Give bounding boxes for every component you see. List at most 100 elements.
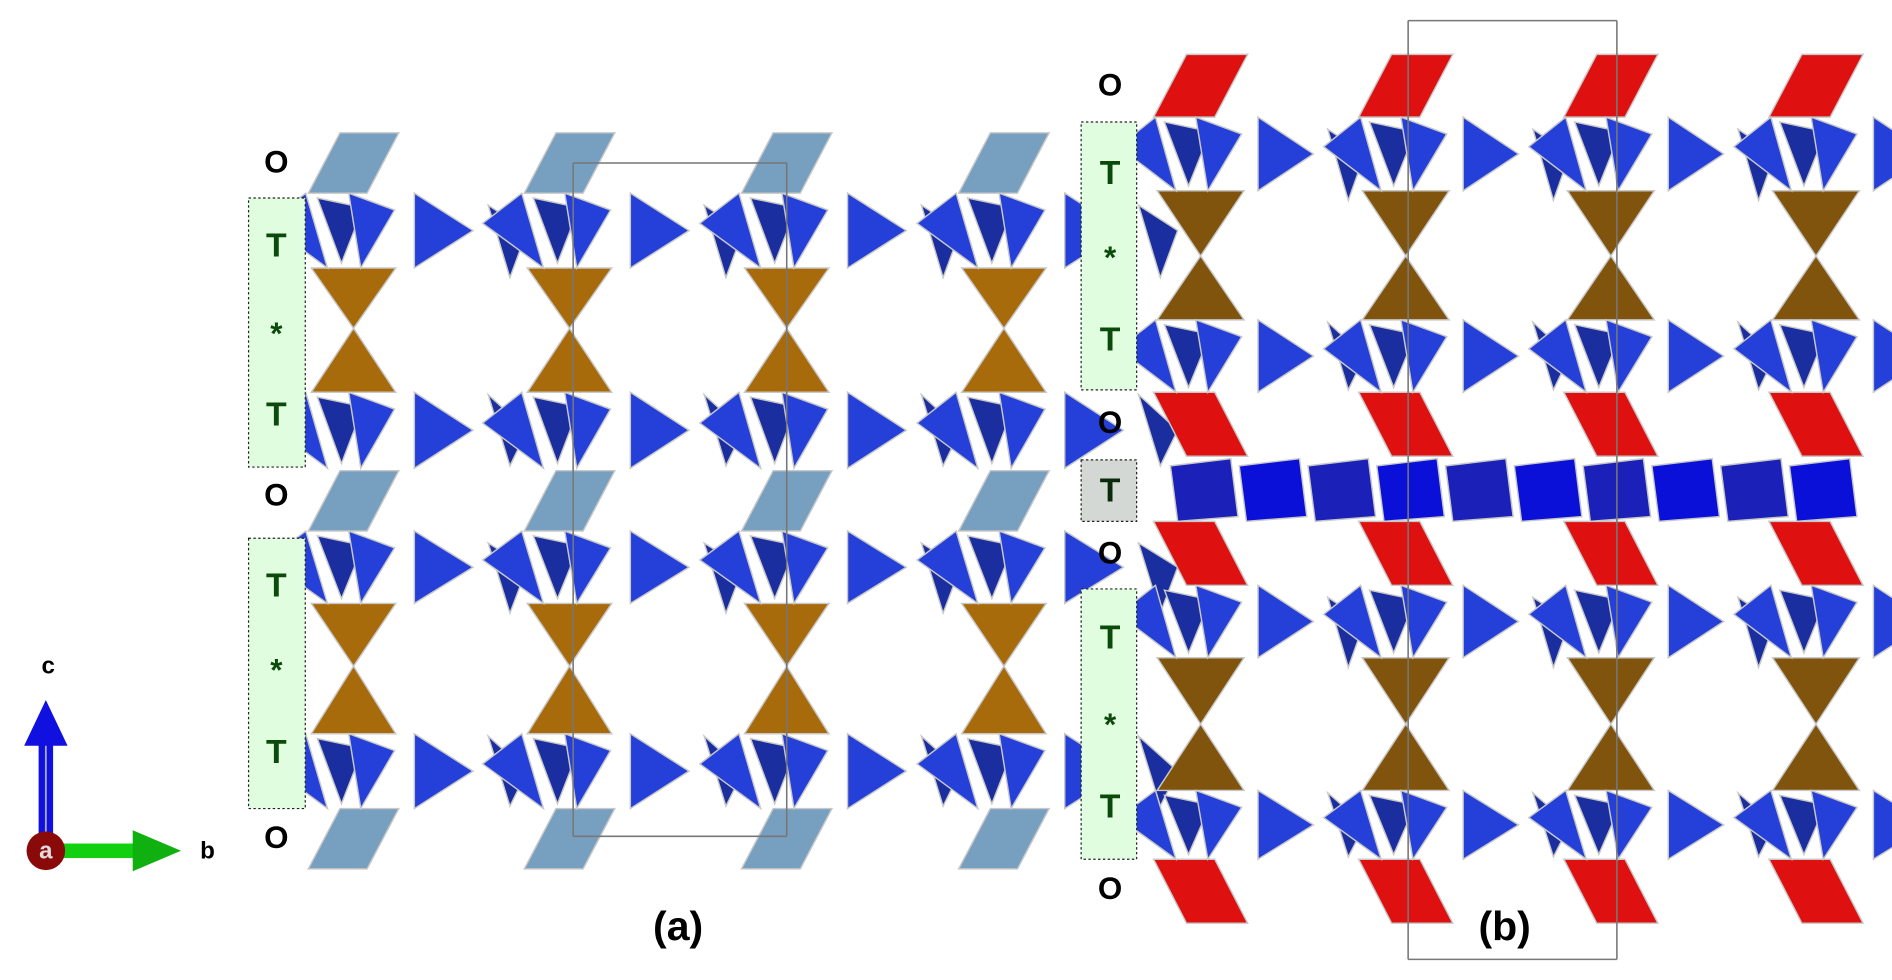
tetrahedron — [1527, 318, 1588, 395]
layer-label-t: T — [1100, 321, 1121, 359]
layer-label-t: T — [1100, 471, 1121, 509]
tetrahedron — [1651, 457, 1721, 523]
tetrahedron-up — [1155, 722, 1246, 792]
tetrahedron — [1732, 789, 1793, 862]
tetrahedron — [846, 390, 908, 470]
tetrahedron — [1872, 583, 1892, 660]
b-axis-arrowhead-icon — [132, 830, 181, 872]
tetrahedron — [413, 732, 475, 810]
octahedron — [1767, 858, 1865, 924]
panel-b-layer-labels: O T * T O T O T * T O (b) — [1080, 67, 1531, 949]
c-axis-label: c — [42, 653, 55, 680]
tetrahedron — [1462, 115, 1520, 193]
tst-box — [1080, 121, 1138, 391]
layer-label-t: T — [266, 226, 287, 264]
tetrahedron — [780, 192, 829, 271]
layer-label-t: T — [266, 395, 287, 433]
tetrahedron — [481, 191, 545, 270]
tetrahedron-down — [525, 602, 614, 668]
tetrahedron — [1137, 203, 1179, 280]
layer-label-o: O — [264, 478, 288, 513]
tetrahedron — [698, 529, 762, 606]
tetrahedron-up — [960, 664, 1048, 735]
layer-label-t: T — [1100, 787, 1121, 825]
layer-label-t: T — [266, 567, 287, 605]
tetrahedron — [915, 391, 980, 471]
tetrahedron — [1322, 584, 1383, 660]
tetrahedron-down — [525, 267, 614, 330]
t-box-gray — [1080, 459, 1138, 522]
octahedron — [307, 469, 400, 532]
tetrahedron — [1137, 392, 1179, 468]
tetrahedron-down — [309, 602, 398, 668]
octahedron — [307, 132, 400, 194]
tetrahedron — [1788, 457, 1858, 523]
tetrahedron — [1444, 457, 1514, 523]
c-axis-arrowhead-icon — [24, 699, 68, 746]
layer-label-t: T — [1100, 154, 1121, 192]
octahedron — [523, 807, 616, 870]
tetrahedron — [1462, 583, 1520, 660]
octahedron — [307, 807, 400, 870]
layer-label-o: O — [1098, 871, 1122, 906]
tetrahedron — [1064, 390, 1125, 470]
tetrahedron — [1605, 584, 1653, 660]
tst-box — [247, 197, 306, 468]
tetrahedron — [1137, 541, 1179, 616]
tetrahedron — [780, 529, 829, 606]
layer-label-t: T — [1100, 619, 1121, 657]
octahedron — [1152, 520, 1249, 587]
octahedron — [957, 132, 1051, 194]
tetrahedron — [1872, 318, 1892, 394]
tetrahedron — [347, 192, 396, 271]
octahedron — [1357, 53, 1454, 118]
tetrahedron-up — [309, 326, 398, 393]
layer-label-o: O — [264, 144, 288, 179]
tetrahedron-up — [1566, 722, 1656, 792]
tetrahedron — [347, 732, 396, 811]
octahedron — [957, 807, 1051, 870]
octahedron — [1357, 520, 1454, 587]
tetrahedron — [698, 391, 762, 471]
tetrahedron — [998, 192, 1047, 271]
tetrahedron — [413, 529, 475, 605]
tetrahedron-down — [1155, 190, 1246, 258]
b-axis-shaft — [48, 843, 151, 859]
layer-label-star: * — [1104, 707, 1117, 742]
tetrahedron — [846, 732, 908, 810]
octahedron — [1152, 53, 1249, 118]
tetrahedron — [413, 191, 475, 270]
tetrahedron — [1732, 318, 1793, 395]
tetrahedron — [1322, 115, 1383, 193]
tetrahedron — [413, 390, 475, 470]
tetrahedron — [1527, 115, 1588, 193]
tetrahedron — [481, 391, 545, 471]
tetrahedron-down — [309, 267, 398, 330]
octahedron — [1357, 858, 1454, 924]
tetrahedron — [915, 191, 980, 270]
tetrahedron — [1810, 789, 1859, 862]
tetrahedron-up — [1360, 722, 1451, 792]
panel-b-caption: (b) — [1478, 903, 1530, 949]
tetrahedron — [1732, 584, 1793, 660]
tetrahedron — [1719, 457, 1790, 523]
tetrahedron — [563, 529, 612, 606]
tetrahedron — [629, 529, 691, 605]
tetrahedron — [915, 529, 980, 606]
tetrahedron-down — [1566, 656, 1656, 726]
tetrahedron-down — [1771, 656, 1861, 726]
tetrahedron — [915, 732, 980, 811]
tetrahedron-up — [310, 664, 398, 735]
tetrahedron — [1399, 318, 1448, 395]
tetrahedron — [481, 732, 545, 811]
layer-label-star: * — [1104, 240, 1117, 275]
tetrahedron — [347, 391, 396, 471]
tst-box — [247, 537, 306, 810]
tetrahedron — [1257, 318, 1315, 394]
tetrahedron — [1732, 115, 1793, 193]
tetrahedron-down — [1566, 190, 1656, 258]
tetrahedron — [1810, 584, 1859, 660]
tetrahedron-down — [960, 602, 1048, 668]
tetrahedron — [1810, 318, 1859, 395]
tetrahedron — [1064, 529, 1125, 605]
